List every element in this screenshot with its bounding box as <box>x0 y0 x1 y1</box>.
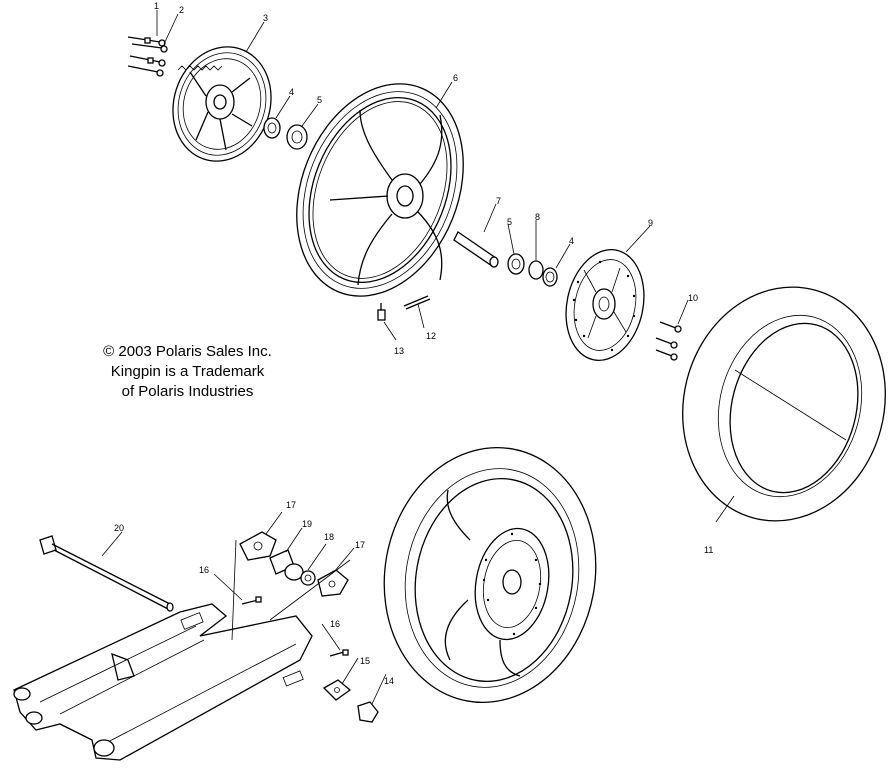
bolts-part-10 <box>655 321 682 361</box>
callout-1: 1 <box>154 1 159 11</box>
tire-part-11 <box>682 286 886 522</box>
copyright-line-2: Kingpin is a Trademark <box>110 363 265 380</box>
callout-4-upper: 4 <box>289 87 294 97</box>
callout-16-lower: 16 <box>330 619 340 629</box>
swingarm <box>13 603 313 761</box>
valve-part-12 <box>403 295 431 310</box>
copyright-notice: © 2003 Polaris Sales Inc. Kingpin is a T… <box>80 342 295 402</box>
bearing-part-5-lower <box>507 253 525 275</box>
callout-11: 11 <box>704 545 713 555</box>
collar-part-18 <box>284 563 316 586</box>
callout-8: 8 <box>535 212 540 222</box>
bolt-part-16-upper <box>241 596 262 605</box>
callout-19: 19 <box>302 519 312 529</box>
sprocket-part-3 <box>172 46 272 162</box>
nut-part-14 <box>357 701 379 723</box>
callout-2: 2 <box>179 5 184 15</box>
valve-stem-part-13 <box>377 303 386 321</box>
callout-14: 14 <box>384 676 394 686</box>
callout-17-upper: 17 <box>286 500 296 510</box>
seal-part-4-upper <box>263 117 281 139</box>
callout-9: 9 <box>648 218 653 228</box>
circlip-part-8 <box>528 260 544 280</box>
seal-part-4-lower <box>542 267 558 287</box>
callout-17-lower: 17 <box>355 540 365 550</box>
copyright-line-3: of Polaris Industries <box>121 383 254 400</box>
assembled-rear-wheel <box>383 446 597 704</box>
rear-rim-part-6 <box>296 83 464 297</box>
copyright-line-1: © 2003 Polaris Sales Inc. <box>103 343 272 360</box>
callout-7: 7 <box>496 196 501 206</box>
callout-13: 13 <box>394 346 404 356</box>
callout-5-lower: 5 <box>507 217 512 227</box>
spacer-part-7 <box>453 231 499 268</box>
bolt-part-16-lower <box>329 649 349 657</box>
callout-15: 15 <box>360 656 370 666</box>
adjuster-part-17-upper <box>239 531 277 561</box>
callout-10: 10 <box>688 293 698 303</box>
brake-disc-part-9 <box>565 249 645 361</box>
callout-5-upper: 5 <box>317 95 322 105</box>
callout-4-lower: 4 <box>569 236 574 246</box>
leader-lines <box>101 10 735 705</box>
pivot-bolt-part-20 <box>39 535 174 612</box>
callout-3: 3 <box>263 13 268 23</box>
callout-16-upper: 16 <box>199 565 209 575</box>
adjuster-part-17-lower <box>317 569 349 597</box>
callout-20: 20 <box>114 523 124 533</box>
callout-6: 6 <box>453 73 458 83</box>
callout-18: 18 <box>324 532 334 542</box>
bolts-part-1-2 <box>127 36 168 77</box>
plate-part-15 <box>322 679 352 701</box>
callout-labels: 1 2 3 4 5 6 7 5 8 4 9 10 11 12 13 14 15 … <box>114 1 713 686</box>
bearing-part-5-upper <box>286 124 308 150</box>
callout-12: 12 <box>426 331 436 341</box>
